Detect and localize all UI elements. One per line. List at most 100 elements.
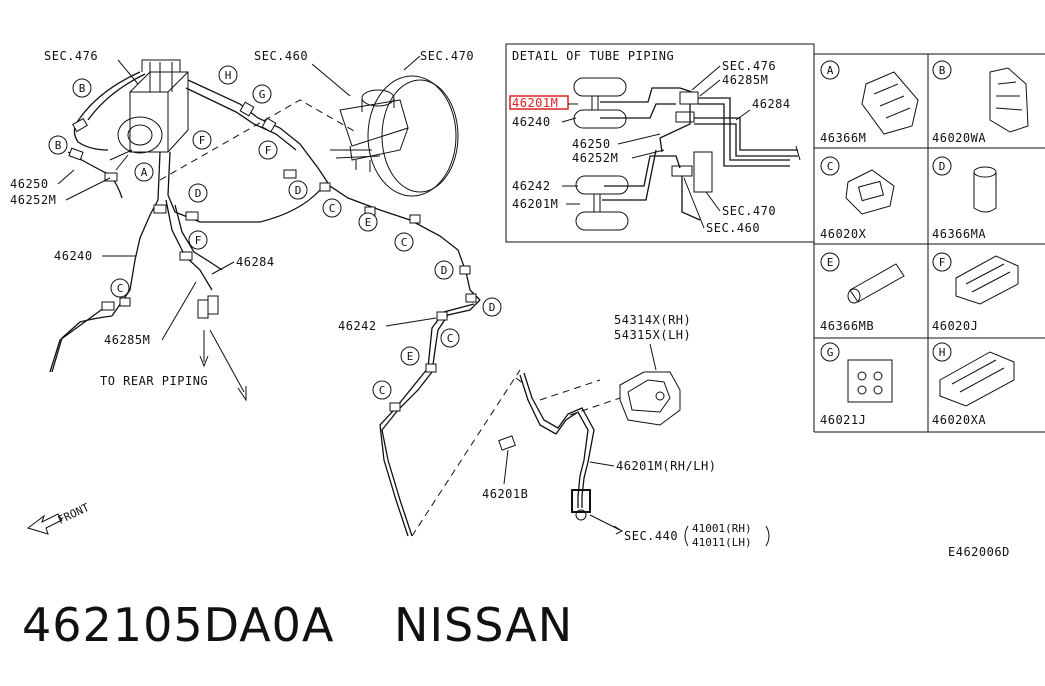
part-cell-c: C 46020X xyxy=(820,156,895,241)
svg-text:46020X: 46020X xyxy=(820,227,867,241)
part-46201b-label: 46201B xyxy=(482,487,528,501)
detail-46240: 46240 xyxy=(512,115,551,129)
svg-text:D: D xyxy=(489,301,496,314)
svg-text:F: F xyxy=(195,234,202,247)
circle-b-top: B xyxy=(72,78,92,98)
svg-text:C: C xyxy=(329,202,336,215)
circle-c-5: C xyxy=(372,380,392,400)
svg-text:A: A xyxy=(141,166,148,179)
circle-c-1: C xyxy=(322,198,342,218)
part-cell-f: F 46020J xyxy=(932,252,1019,333)
circle-c-3: C xyxy=(110,278,130,298)
svg-text:46366M: 46366M xyxy=(820,131,866,145)
detail-46252m: 46252M xyxy=(572,151,618,165)
circle-d-1: D xyxy=(188,183,208,203)
circle-a: A xyxy=(134,162,154,182)
caliper-lh-label: 54315X(LH) xyxy=(614,328,691,342)
detail-sec460: SEC.460 xyxy=(706,221,760,235)
part-caption: 462105DA0A NISSAN xyxy=(22,598,573,658)
svg-text:E: E xyxy=(407,350,414,363)
detail-46201m-bottom: 46201M xyxy=(512,197,558,211)
sec440-label: SEC.440 xyxy=(624,529,678,543)
part-46252m-label: 46252M xyxy=(10,193,56,207)
svg-text:46021J: 46021J xyxy=(820,413,866,427)
part-cell-e: E 46366MB xyxy=(820,252,905,333)
front-label: FRONT xyxy=(56,501,92,527)
svg-text:46366MA: 46366MA xyxy=(932,227,986,241)
detail-tube-piping-panel: DETAIL OF TUBE PIPING SEC.476 46285M 462… xyxy=(505,43,815,243)
svg-text:C: C xyxy=(379,384,386,397)
sec476-label: SEC.476 xyxy=(44,49,98,63)
svg-text:A: A xyxy=(827,64,834,77)
circle-e-1: E xyxy=(358,212,378,232)
part-number: 462105DA0A xyxy=(22,598,335,652)
svg-text:D: D xyxy=(939,160,946,173)
circle-c-4: C xyxy=(440,328,460,348)
diagram-code: E462006D xyxy=(948,545,1010,559)
rear-piping-label: TO REAR PIPING xyxy=(100,374,208,388)
circle-c-2: C xyxy=(394,232,414,252)
brake-piping-diagram: FRONT B H G F F B A D D C E C F D D C C … xyxy=(10,43,1045,559)
part-46284-label: 46284 xyxy=(236,255,275,269)
svg-text:F: F xyxy=(265,144,272,157)
brand-name: NISSAN xyxy=(394,598,574,652)
svg-text:G: G xyxy=(259,88,266,101)
svg-text:D: D xyxy=(195,187,202,200)
svg-text:B: B xyxy=(939,64,946,77)
part-cell-h: H 46020XA xyxy=(932,342,1015,427)
knuckle-lh-label: 41011(LH) xyxy=(692,536,752,549)
circle-d-4: D xyxy=(482,297,502,317)
hose-label: 46201M(RH/LH) xyxy=(616,459,716,473)
svg-text:H: H xyxy=(939,346,946,359)
svg-text:D: D xyxy=(295,184,302,197)
circle-h: H xyxy=(218,65,238,85)
circle-f-3: F xyxy=(188,230,208,250)
svg-text:46020XA: 46020XA xyxy=(932,413,986,427)
svg-text:B: B xyxy=(55,139,62,152)
detail-46250: 46250 xyxy=(572,137,611,151)
front-arrow: FRONT xyxy=(26,501,92,535)
svg-text:46366MB: 46366MB xyxy=(820,319,874,333)
svg-text:E: E xyxy=(827,256,834,269)
circle-d-2: D xyxy=(288,180,308,200)
highlight-46201m xyxy=(509,95,569,110)
detail-title: DETAIL OF TUBE PIPING xyxy=(512,49,674,63)
detail-46285m: 46285M xyxy=(722,73,768,87)
svg-text:F: F xyxy=(939,256,946,269)
circle-f-1: F xyxy=(192,130,212,150)
circle-g: G xyxy=(252,84,272,104)
part-cell-g: G 46021J xyxy=(820,342,893,427)
master-cylinder-booster xyxy=(330,75,459,197)
svg-text:C: C xyxy=(447,332,454,345)
circle-e-2: E xyxy=(400,346,420,366)
caliper-and-hose xyxy=(498,371,681,535)
part-46240-label: 46240 xyxy=(54,249,93,263)
svg-text:46020WA: 46020WA xyxy=(932,131,986,145)
part-46250-label: 46250 xyxy=(10,177,49,191)
part-46242-label: 46242 xyxy=(338,319,377,333)
pipe-clips xyxy=(68,101,477,412)
main-view-letter-circles: B H G F F B A D D C E C F D D C C E C xyxy=(48,65,502,400)
caliper-rh-label: 54314X(RH) xyxy=(614,313,691,327)
svg-text:46020J: 46020J xyxy=(932,319,978,333)
rear-arrows xyxy=(199,329,247,402)
parts-grid: A 46366M B 46020WA C 46020X D 46366MA xyxy=(813,53,1045,433)
svg-text:D: D xyxy=(441,264,448,277)
detail-sec470: SEC.470 xyxy=(722,204,776,218)
part-cell-d: D 46366MA xyxy=(932,156,997,241)
dashed-guides xyxy=(159,99,621,537)
circle-b-left: B xyxy=(48,135,68,155)
detail-46284: 46284 xyxy=(752,97,791,111)
svg-text:C: C xyxy=(117,282,124,295)
circle-f-2: F xyxy=(258,140,278,160)
svg-text:F: F xyxy=(199,134,206,147)
part-46285m-label: 46285M xyxy=(104,333,150,347)
svg-text:C: C xyxy=(401,236,408,249)
abs-actuator xyxy=(109,59,189,171)
sec460-label: SEC.460 xyxy=(254,49,308,63)
detail-sec476: SEC.476 xyxy=(722,59,776,73)
part-cell-a: A 46366M xyxy=(820,60,919,145)
brake-pipes xyxy=(49,71,481,537)
svg-text:C: C xyxy=(827,160,834,173)
detail-46242: 46242 xyxy=(512,179,551,193)
